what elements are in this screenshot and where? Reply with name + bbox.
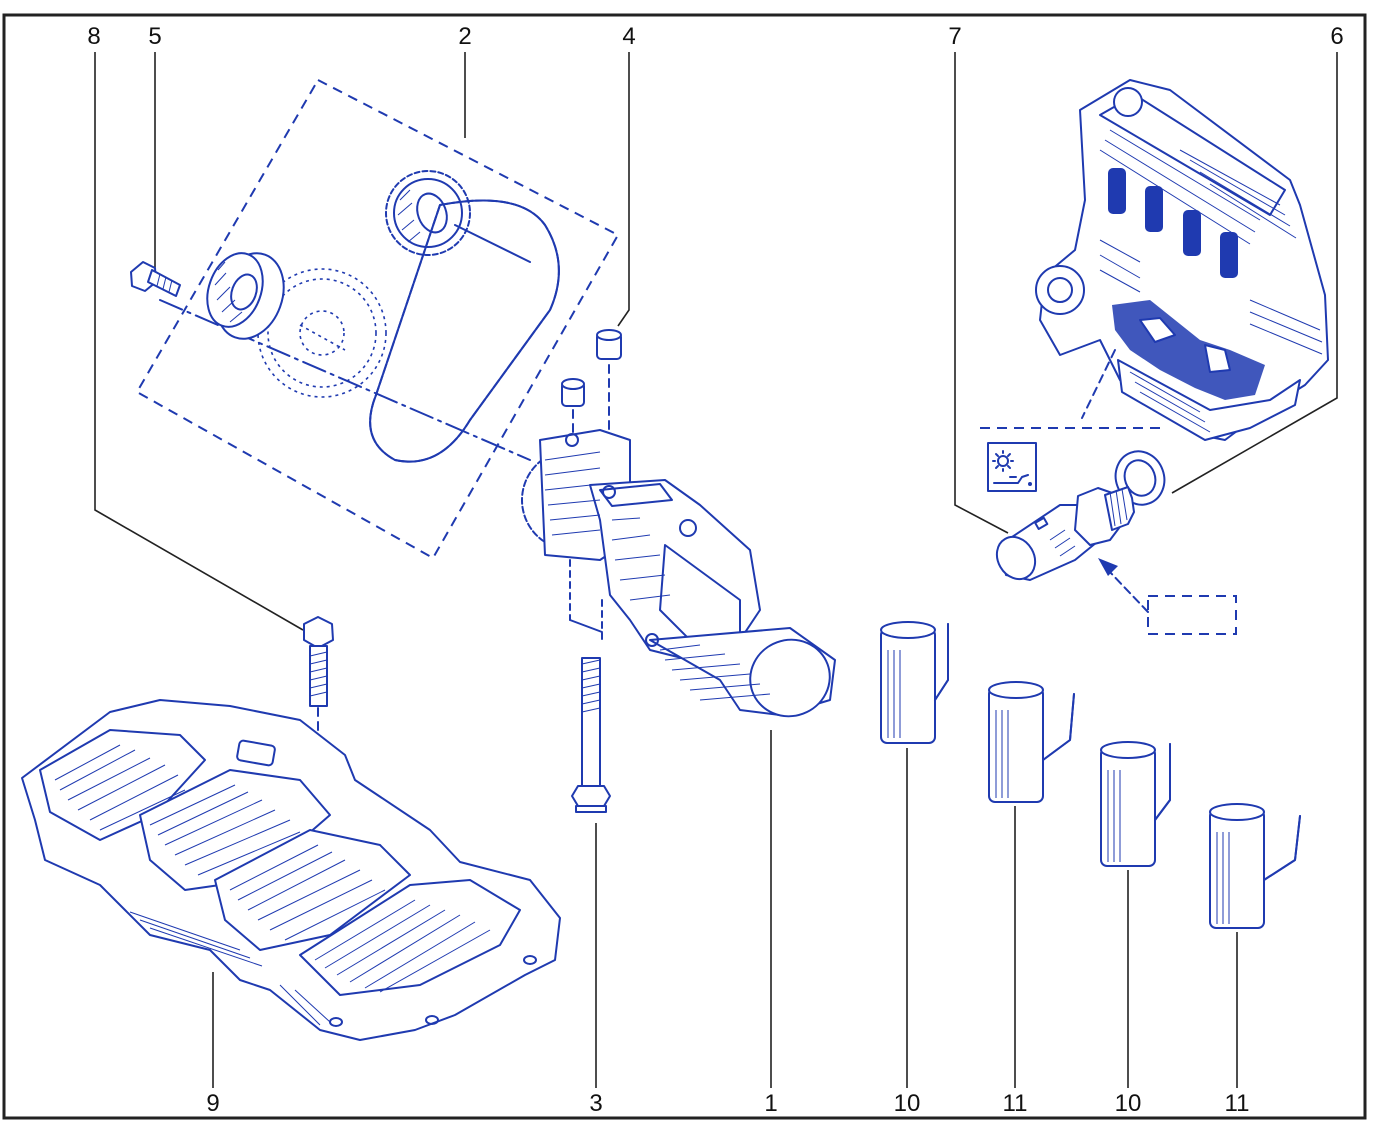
centering-sleeve-upper [596, 329, 622, 486]
piston-cooling-jet-10b [1100, 741, 1171, 867]
callout-bottom-11b: 11 [1225, 1090, 1250, 1117]
callout-bottom-3: 3 [589, 1090, 602, 1117]
callout-top-4: 4 [622, 23, 635, 50]
callout-top-8: 8 [87, 23, 100, 50]
pump-bolt [571, 657, 611, 813]
crank-spacer [206, 252, 285, 340]
crank-sprocket [257, 268, 387, 398]
diagram-frame [2, 13, 1367, 1120]
oil-pressure-switch-detail [980, 427, 1237, 635]
callout-bottom-10b: 10 [1115, 1090, 1142, 1117]
piston-cooling-jet-10a [880, 621, 949, 744]
upper-sprocket [385, 170, 471, 256]
callout-bottom-11a: 11 [1003, 1090, 1028, 1117]
callout-top-6: 6 [1330, 23, 1343, 50]
callout-bottom-10a: 10 [894, 1090, 921, 1117]
piston-cooling-jet-11b [1209, 803, 1301, 929]
engine-block [1035, 79, 1329, 441]
callout-top-7: 7 [948, 23, 961, 50]
piston-cooling-jet-11a [988, 681, 1075, 803]
centering-sleeve-lower [561, 378, 585, 441]
oil-pan-baffle [21, 699, 561, 1041]
leader-lines [94, 52, 1338, 1088]
oil-pump [521, 429, 836, 718]
callout-top-2: 2 [458, 23, 471, 50]
callout-top-5: 5 [148, 23, 161, 50]
warning-icon-glyph [992, 450, 1032, 486]
callout-bottom-9: 9 [206, 1090, 219, 1117]
sprocket-bolt [130, 261, 181, 297]
timing-chain-kit [135, 78, 620, 560]
timing-chain [369, 199, 560, 463]
callout-bottom-1: 1 [764, 1090, 777, 1117]
kit-boundary [135, 78, 620, 560]
